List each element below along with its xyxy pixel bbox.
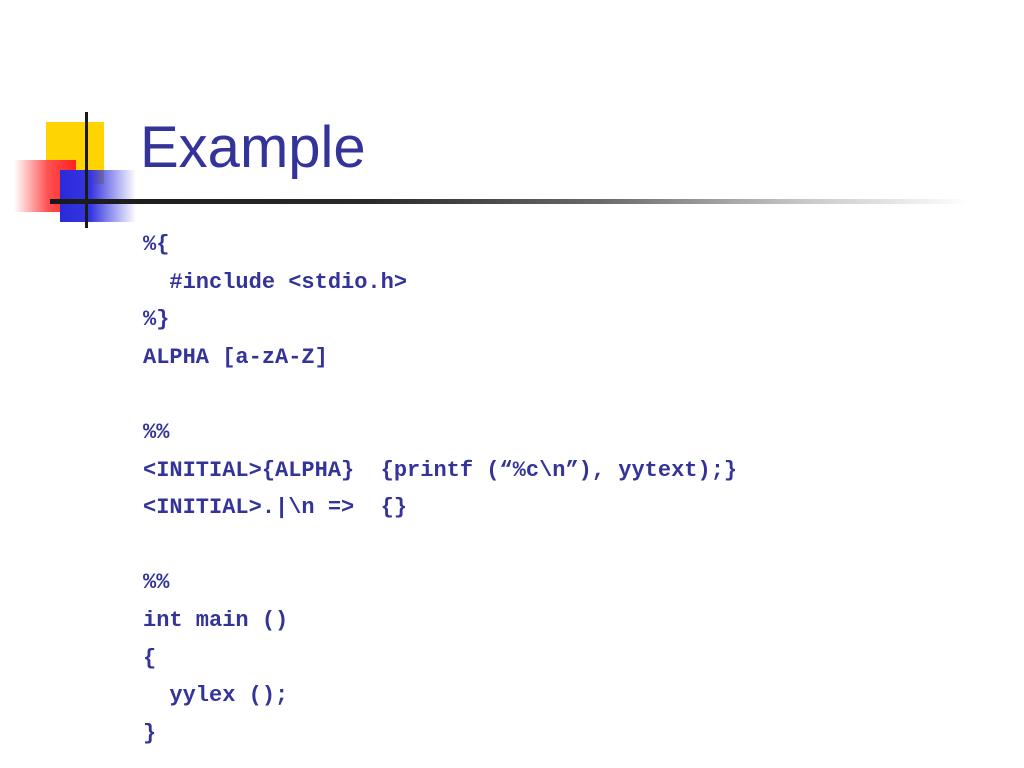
code-line: } — [143, 720, 157, 746]
code-line: %% — [143, 570, 170, 596]
decorative-blue-square — [60, 170, 136, 222]
code-line: <INITIAL>.|\n => {} — [143, 495, 408, 521]
decorative-vertical-line — [85, 112, 88, 228]
code-line: yylex (); — [143, 683, 289, 709]
code-line: %} — [143, 307, 170, 333]
code-line: { — [143, 645, 157, 671]
title-underline-rule — [50, 199, 970, 204]
code-line: int main () — [143, 607, 289, 633]
code-line: <INITIAL>{ALPHA} {printf (“%c\n”), yytex… — [143, 457, 738, 483]
code-line-blank — [143, 376, 737, 414]
code-line: #include <stdio.h> — [143, 269, 408, 295]
code-line: %% — [143, 419, 170, 445]
code-line: %{ — [143, 232, 170, 257]
code-block: %{ #include <stdio.h> %} ALPHA [a-zA-Z] … — [143, 226, 737, 752]
code-line-blank — [143, 527, 737, 565]
code-line: ALPHA [a-zA-Z] — [143, 344, 328, 370]
slide-title: Example — [140, 115, 366, 180]
